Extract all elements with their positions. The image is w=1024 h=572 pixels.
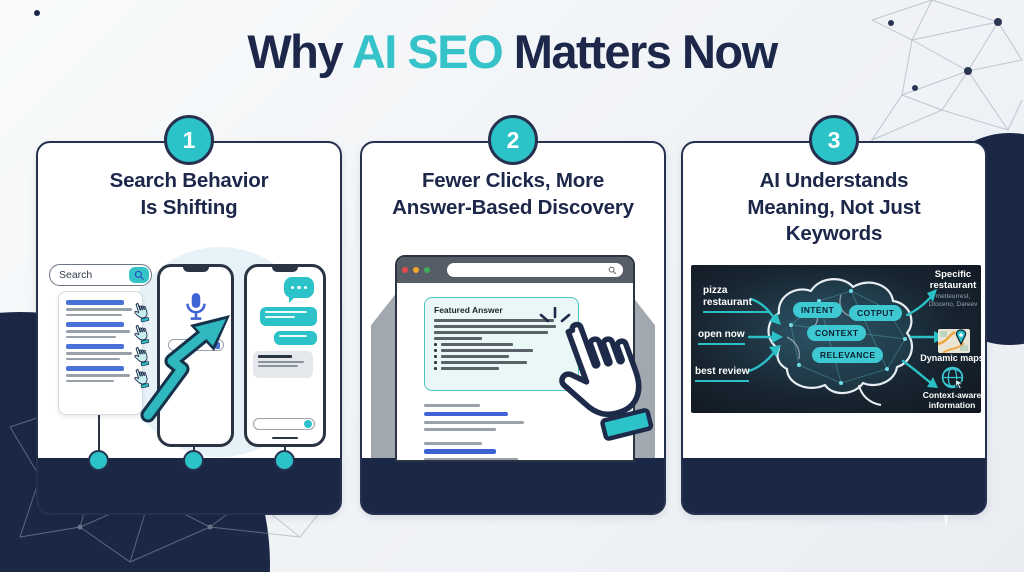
phone-home-bar [272,436,298,439]
output-dynamic-maps: Dynamic maps [920,353,981,363]
typing-bubble-icon [284,277,314,303]
chat-message [274,331,317,345]
title-pre: Why [247,25,352,78]
concept-intent: INTENT [793,302,843,318]
chat-message [253,351,313,378]
result-item [66,300,135,316]
phone-notch [272,266,298,272]
search-placeholder: Search [59,269,93,281]
featured-answer-label: Featured Answer [434,305,503,315]
close-window-dot[interactable] [402,267,408,273]
output-specific-restaurant: Specific restaurant metteurrest, Dtoceno… [928,269,978,308]
title-post: Matters Now [502,25,778,78]
chat-assistant-phone [244,264,326,447]
card3-footer [683,458,985,513]
search-icon [608,266,617,275]
card1-number-badge: 1 [164,115,214,165]
search-button[interactable] [129,267,149,283]
search-icon [134,270,145,281]
card1-title: Search Behavior Is Shifting [109,169,269,219]
card2-number: 2 [506,126,520,153]
card-fewer-clicks: 2 Fewer Clicks, More Answer-Based Discov… [360,115,666,515]
url-search-bar[interactable] [447,263,623,277]
result-item [66,344,135,360]
browser-titlebar [397,257,633,283]
output-context-aware: Context-aware information [922,390,981,410]
query-open-now: open now [698,329,745,345]
phone-notch [182,266,209,272]
search-result-lines [424,404,584,460]
search-input[interactable]: Search [49,264,152,286]
card2-footer [362,458,664,513]
send-mic-button [304,420,312,428]
search-results-list [58,291,143,415]
query-pizza-restaurant: pizza restaurant [703,285,769,313]
timeline-dot [88,450,109,471]
featured-answer-box: Featured Answer [424,297,579,391]
minimize-window-dot[interactable] [413,267,419,273]
result-item [66,322,135,338]
title-highlight: AI SEO [351,25,504,78]
result-item [66,366,135,382]
concept-output: COTPUT [849,305,903,321]
map-icon [938,329,970,353]
mic-icon-small [214,341,220,349]
card3-number: 3 [827,126,841,153]
connector-line [98,415,100,461]
card3-title: AI Understands Meaning, Not Just Keyword… [747,169,921,246]
chat-input-field[interactable] [253,418,315,430]
backdrop-wing-left [371,291,398,462]
card-ai-understands: 3 AI Understands Meaning, Not Just Keywo… [681,115,987,515]
growth-arrow-icon [140,315,230,423]
card3-number-badge: 3 [809,115,859,165]
card-search-behavior: 1 Search Behavior Is Shifting Search [36,115,342,515]
card2-number-badge: 2 [488,115,538,165]
ai-brain-panel: pizza restaurant open now best review IN… [691,265,981,413]
chat-message [260,307,317,326]
click-sparks-icon [539,307,571,323]
dot-decor [34,10,40,16]
concept-relevance: RELEVANCE [812,347,884,363]
card1-number: 1 [182,126,196,153]
microphone-icon [183,291,209,330]
card2-title: Fewer Clicks, More Answer-Based Discover… [392,169,634,219]
constellation-top-right [870,0,1023,142]
globe-icon [941,366,965,390]
maximize-window-dot[interactable] [424,267,430,273]
concept-context: CONTEXT [807,325,867,341]
query-best-review: best review [695,366,750,382]
timeline-dot [274,450,295,471]
page-title: Why AI SEO Matters Now [0,24,1024,79]
timeline-dot [183,450,204,471]
